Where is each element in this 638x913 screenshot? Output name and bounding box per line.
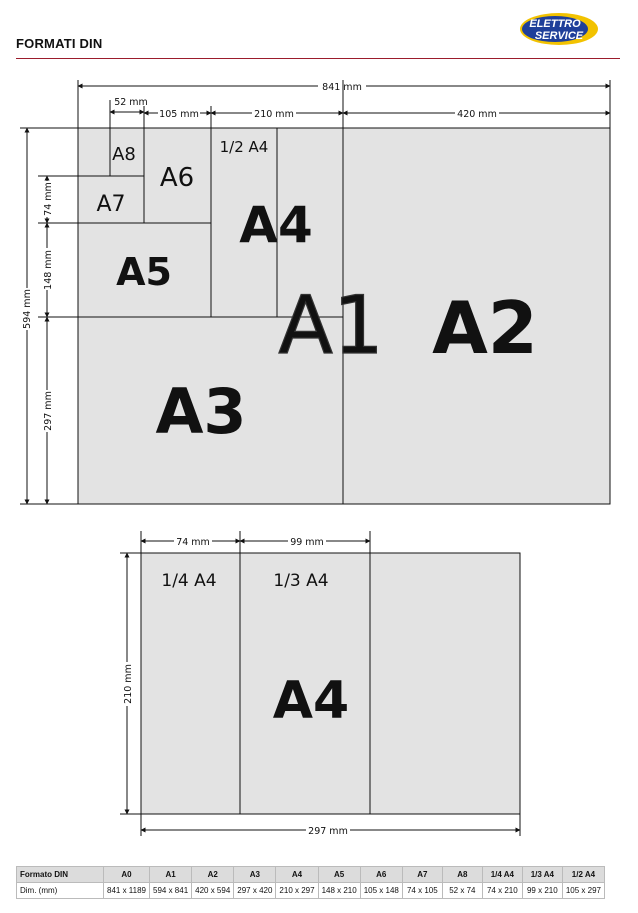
a6-rect	[143, 127, 212, 224]
table-header-cell: A3	[233, 866, 277, 883]
formats-table: Formato DIN A0 A1 A2 A3 A4 A5 A6 A7 A8 1…	[16, 866, 605, 899]
dim-74b: 74 mm	[176, 537, 210, 548]
dim-210b: 210 mm	[123, 664, 134, 704]
dim-297b: 297 mm	[308, 826, 348, 837]
table-header-cell: 1/3 A4	[521, 866, 563, 883]
label-a1: A1	[278, 279, 384, 372]
table-cell: 105 x 148	[359, 882, 403, 899]
brand-logo: ELETTRO SERVICE	[520, 13, 598, 45]
table-header-row: Formato DIN A0 A1 A2 A3 A4 A5 A6 A7 A8 1…	[16, 866, 605, 883]
table-cell: 52 x 74	[441, 882, 483, 899]
label-a3: A3	[155, 375, 246, 448]
table-cell: 105 x 297	[561, 882, 605, 899]
page-title: FORMATI DIN	[16, 36, 103, 51]
table-cell: 74 x 105	[401, 882, 443, 899]
table-header-cell: A5	[317, 866, 361, 883]
a5-rect	[77, 222, 212, 318]
a8-rect	[109, 127, 145, 177]
table-header-cell: A0	[103, 866, 150, 883]
label-third-a4: 1/3 A4	[273, 571, 328, 591]
label-a4: A4	[239, 196, 313, 254]
table-cell: Dim. (mm)	[16, 882, 104, 899]
label-a5: A5	[116, 250, 172, 294]
table-cell: 420 x 594	[191, 882, 235, 899]
dim-420: 420 mm	[457, 109, 497, 120]
dim-594: 594 mm	[22, 289, 33, 329]
dim-99: 99 mm	[290, 537, 324, 548]
label-a6: A6	[160, 163, 194, 193]
table-header-cell: 1/4 A4	[481, 866, 523, 883]
table-cell: 148 x 210	[317, 882, 361, 899]
dim-74: 74 mm	[43, 182, 54, 216]
table-header-cell: A7	[401, 866, 443, 883]
dim-210: 210 mm	[254, 109, 294, 120]
table-header-cell: A6	[359, 866, 403, 883]
a4-sheet-bottom	[140, 552, 521, 815]
title-divider	[16, 58, 620, 59]
label-a8: A8	[112, 144, 136, 165]
logo-line2: SERVICE	[535, 30, 584, 42]
table-row: Dim. (mm) 841 x 1189 594 x 841 420 x 594…	[16, 882, 605, 899]
dim-297: 297 mm	[43, 391, 54, 431]
dim-105: 105 mm	[159, 109, 199, 120]
label-a4-bottom: A4	[273, 671, 349, 731]
table-cell: 74 x 210	[481, 882, 523, 899]
a3-rect	[77, 316, 344, 505]
table-cell: 99 x 210	[521, 882, 563, 899]
label-a7: A7	[96, 192, 125, 217]
dim-52: 52 mm	[114, 97, 148, 108]
dim-148: 148 mm	[43, 250, 54, 290]
label-half-a4: 1/2 A4	[220, 138, 269, 156]
table-header-cell: A1	[148, 866, 193, 883]
table-header-cell: A4	[275, 866, 319, 883]
table-header-cell: Formato DIN	[16, 866, 104, 883]
table-cell: 297 x 420	[233, 882, 277, 899]
table-cell: 841 x 1189	[103, 882, 150, 899]
a7-rect	[77, 175, 145, 224]
dim-841: 841 mm	[322, 82, 362, 93]
a2-rect	[342, 127, 611, 505]
table-cell: 594 x 841	[148, 882, 193, 899]
table-header-cell: 1/2 A4	[561, 866, 605, 883]
table-header-cell: A2	[191, 866, 235, 883]
label-quarter-a4: 1/4 A4	[161, 571, 216, 591]
label-a2: A2	[432, 286, 538, 370]
logo-line1: ELETTRO	[529, 18, 581, 30]
table-cell: 210 x 297	[275, 882, 319, 899]
table-header-cell: A8	[441, 866, 483, 883]
